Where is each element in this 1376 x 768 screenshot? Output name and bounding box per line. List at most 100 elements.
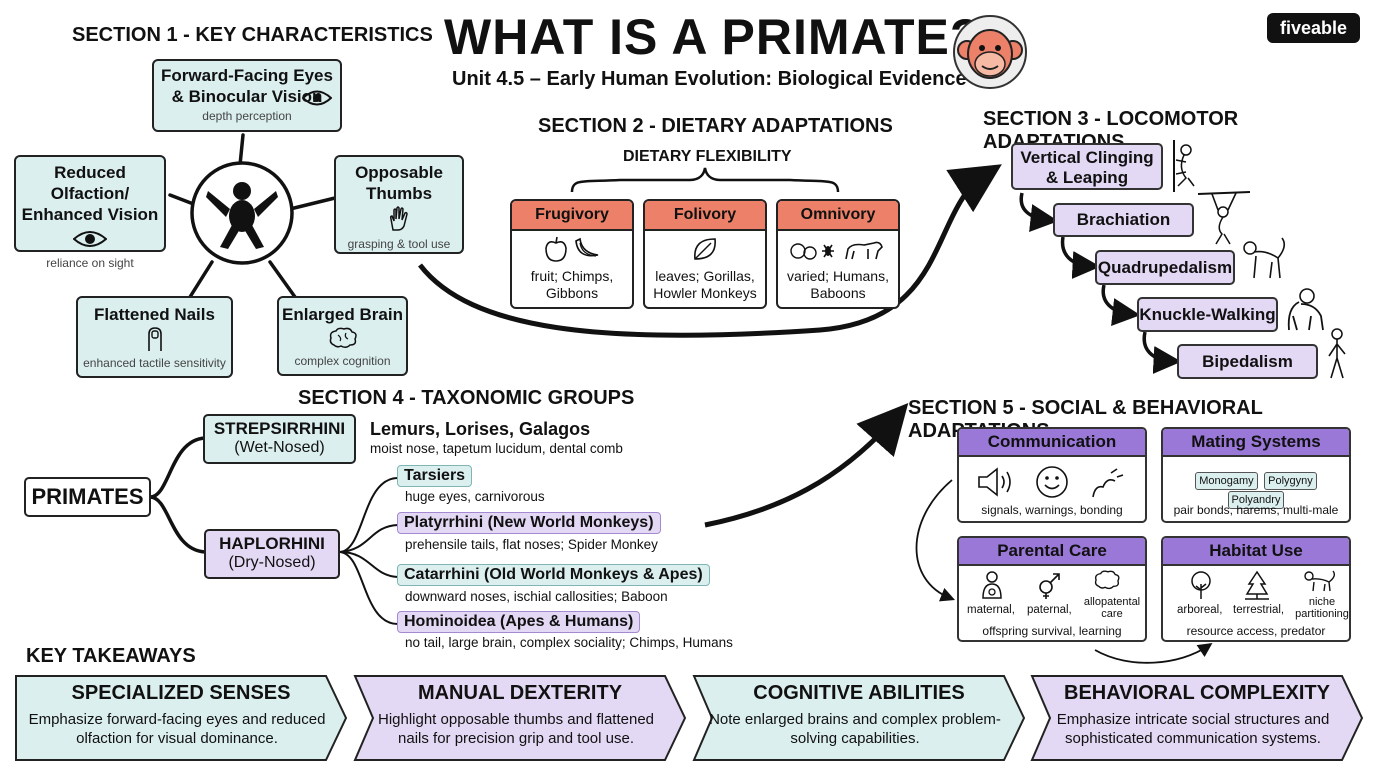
mating-chips: Monogamy Polygyny Polyandry xyxy=(1163,471,1349,509)
primate-silhouette-icon xyxy=(190,161,294,265)
takeaway-title: MANUAL DEXTERITY xyxy=(417,682,623,704)
social-card-caption: resource access, predator avoidance xyxy=(1186,624,1326,640)
taxonomy-strepsirrhini: STREPSIRRHINI (Wet-Nosed) xyxy=(203,414,356,464)
card-enlarged-brain: Enlarged Brain complex cognition xyxy=(277,296,408,376)
takeaway-arrow-shape xyxy=(1030,675,1364,761)
diet-title: Folivory xyxy=(645,201,765,231)
social-card-caption: pair bonds, harems, multi-male xyxy=(1173,503,1339,517)
fiveable-logo: fiveable xyxy=(1267,13,1360,43)
chip-polyandry: Polyandry xyxy=(1227,491,1285,509)
eye-icon xyxy=(72,231,108,247)
taxon-platyrrhini: Platyrrhini (New World Monkeys) xyxy=(397,512,661,534)
takeaway-manual-dexterity: MANUAL DEXTERITY Highlight opposable thu… xyxy=(353,674,687,762)
habitat-label-arboreal: arboreal, xyxy=(1177,604,1223,616)
diet-text: fruit; Chimps, Gibbons xyxy=(530,268,614,301)
takeaway-arrow-shape xyxy=(353,675,687,761)
section1-heading: SECTION 1 - KEY CHARACTERISTICS xyxy=(72,24,433,46)
taxon-name: STREPSIRRHINI xyxy=(213,419,346,438)
tree-icon xyxy=(1191,571,1211,599)
monkey-face-icon xyxy=(953,15,1027,89)
card-reduced-olfaction: Reduced Olfaction/ Enhanced Vision relia… xyxy=(14,155,166,270)
taxon-catarrhini: Catarrhini (Old World Monkeys & Apes) xyxy=(397,564,710,586)
parental-label-allopatental: allopatental care xyxy=(1083,596,1141,620)
card-subtitle: complex cognition xyxy=(294,354,391,368)
parental-label-paternal: paternal, xyxy=(1027,604,1072,616)
brain-icon xyxy=(1094,570,1120,590)
taxonomy-haplorhini: HAPLORHINI (Dry-Nosed) xyxy=(204,529,340,579)
takeaway-text: Highlight opposable thumbs and flattened… xyxy=(377,711,655,747)
dietary-flexibility-label: DIETARY FLEXIBILITY xyxy=(623,148,792,165)
takeaway-title: BEHAVIORAL COMPLEXITY xyxy=(1064,682,1330,704)
card-opposable-thumbs: Opposable Thumbs grasping & tool use xyxy=(334,155,464,254)
bipedal-human-icon xyxy=(1328,328,1346,379)
social-card-caption: signals, warnings, bonding xyxy=(981,503,1123,517)
locomotion-bipedalism: Bipedalism xyxy=(1177,344,1318,379)
chip-polygyny: Polygyny xyxy=(1264,472,1317,490)
card-subtitle: reliance on sight xyxy=(46,256,134,270)
habitat-label-niche: niche partitioning xyxy=(1295,596,1349,620)
leaf-icon xyxy=(694,238,716,260)
card-title: Forward-Facing Eyes & Binocular Vision xyxy=(161,66,333,106)
social-card-mating: Mating Systems Monogamy Polygyny Polyand… xyxy=(1161,427,1351,523)
diet-text: varied; Humans, Baboons xyxy=(787,268,889,301)
diet-card-folivory: Folivory leaves; Gorillas, Howler Monkey… xyxy=(643,199,767,309)
social-card-title: Mating Systems xyxy=(1163,429,1349,457)
locomotion-quadrupedalism: Quadrupedalism xyxy=(1095,250,1235,285)
gorilla-icon xyxy=(1287,288,1324,331)
habitat-label-terrestrial: terrestrial, xyxy=(1233,604,1285,616)
taxon-tarsiers-desc: huge eyes, carnivorous xyxy=(405,489,545,504)
takeaway-title: COGNITIVE ABILITIES xyxy=(753,682,965,704)
card-subtitle: enhanced tactile sensitivity xyxy=(83,356,226,370)
social-card-title: Communication xyxy=(959,429,1145,457)
diet-title: Frugivory xyxy=(512,201,632,231)
parental-label-maternal: maternal, xyxy=(967,604,1015,616)
page-subtitle: Unit 4.5 – Early Human Evolution: Biolog… xyxy=(452,68,967,90)
diet-card-omnivory: Omnivory varied; Humans, Baboons xyxy=(776,199,900,309)
locomotion-vertical-clinging: Vertical Clinging & Leaping xyxy=(1011,143,1163,190)
takeaway-specialized-senses: SPECIALIZED SENSES Emphasize forward-fac… xyxy=(14,674,348,762)
social-card-title: Parental Care xyxy=(959,538,1145,566)
strep-traits: moist nose, tapetum lucidum, dental comb xyxy=(370,441,623,456)
takeaway-text: Emphasize forward-facing eyes and reduce… xyxy=(28,711,326,747)
fruit-icon xyxy=(545,236,599,262)
taxon-tarsiers: Tarsiers xyxy=(397,465,473,487)
taxonomy-root-primates: PRIMATES xyxy=(24,477,151,517)
monkey-icon xyxy=(1304,570,1336,592)
gesture-icon xyxy=(1092,468,1124,498)
brain-icon xyxy=(329,327,357,349)
card-title: Enlarged Brain xyxy=(282,305,403,324)
social-card-title: Habitat Use xyxy=(1163,538,1349,566)
speaker-icon xyxy=(978,467,1011,497)
locomotion-knuckle-walking: Knuckle-Walking xyxy=(1137,297,1278,332)
eye-icon xyxy=(302,90,332,106)
taxon-hominoidea-desc: no tail, large brain, complex sociality;… xyxy=(405,635,733,650)
diet-card-frugivory: Frugivory fruit; Chimps, Gibbons xyxy=(510,199,634,309)
card-subtitle: grasping & tool use xyxy=(347,237,451,251)
locomotion-brachiation: Brachiation xyxy=(1053,203,1194,237)
takeaways-heading: KEY TAKEAWAYS xyxy=(26,645,196,667)
taxon-platyrrhini-desc: prehensile tails, flat noses; Spider Mon… xyxy=(405,537,658,552)
diet-text: leaves; Gorillas, Howler Monkeys xyxy=(653,268,757,301)
section4-heading: SECTION 4 - TAXONOMIC GROUPS xyxy=(298,387,635,409)
omnivore-icon xyxy=(790,241,883,260)
pine-tree-icon xyxy=(1245,570,1269,600)
takeaway-title: SPECIALIZED SENSES xyxy=(71,682,291,704)
takeaway-arrow-shape xyxy=(692,675,1026,761)
takeaway-arrow-shape xyxy=(15,675,348,761)
strep-examples: Lemurs, Lorises, Galagos xyxy=(370,419,591,439)
taxon-catarrhini-desc: downward noses, ischial callosities; Bab… xyxy=(405,589,668,604)
social-card-habitat: Habitat Use arboreal, terrestrial, niche… xyxy=(1161,536,1351,642)
takeaway-behavioral-complexity: BEHAVIORAL COMPLEXITY Emphasize intricat… xyxy=(1030,674,1364,762)
taxon-hominoidea: Hominoidea (Apes & Humans) xyxy=(397,611,641,633)
brachiating-primate-icon xyxy=(1198,191,1250,245)
taxon-sub: (Wet-Nosed) xyxy=(234,439,325,456)
card-forward-eyes: Forward-Facing Eyes & Binocular Vision d… xyxy=(152,59,342,132)
section2-heading: SECTION 2 - DIETARY ADAPTATIONS xyxy=(538,115,893,137)
quadrupedal-monkey-icon xyxy=(1243,237,1286,279)
taxon-name: HAPLORHINI xyxy=(219,534,325,553)
card-title: Flattened Nails xyxy=(94,305,215,324)
social-card-parental: Parental Care maternal, paternal, allopa… xyxy=(957,536,1147,642)
page-title: WHAT IS A PRIMATE? xyxy=(444,9,982,65)
smiley-icon xyxy=(1036,466,1068,498)
